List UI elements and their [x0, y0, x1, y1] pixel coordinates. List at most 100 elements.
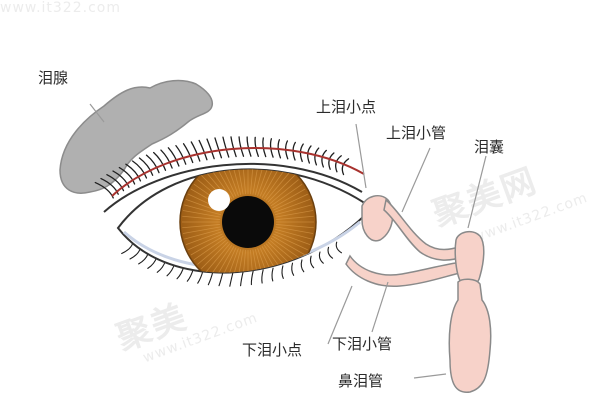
- eyelash: [138, 157, 154, 176]
- iris-ray: [219, 169, 237, 197]
- iris-ray: [182, 226, 221, 234]
- eyelash: [281, 265, 284, 279]
- iris-ray: [259, 247, 277, 273]
- eyelash: [328, 152, 335, 170]
- iris-ray: [274, 199, 311, 213]
- eyelash: [269, 138, 274, 158]
- eyelash: [335, 241, 342, 254]
- eyelash: [106, 174, 125, 192]
- lacrimal-sac: [454, 230, 485, 288]
- eyelash: [160, 149, 173, 169]
- upper-eyelid-fold: [103, 162, 363, 213]
- watermark-url-top: www.it322.com: [0, 0, 121, 16]
- lacrimal-gland-shape: [59, 79, 214, 194]
- iris-ray: [197, 239, 227, 265]
- eyelash: [262, 137, 267, 158]
- eyelash: [112, 170, 130, 188]
- iris-ray: [275, 226, 314, 234]
- eyelash: [291, 262, 295, 276]
- eyelash: [261, 269, 264, 284]
- eyelash: [175, 145, 187, 165]
- eyelash: [121, 242, 134, 255]
- eyelash: [300, 259, 305, 273]
- iris-ray: [274, 204, 312, 216]
- eyelash: [129, 247, 141, 260]
- iris-ray: [270, 183, 303, 207]
- label-lacrimal-gland: 泪腺: [38, 69, 69, 87]
- eyelash: [254, 136, 259, 157]
- iris-ray: [182, 215, 221, 220]
- iris-ray: [269, 179, 299, 205]
- iris-ray: [193, 237, 226, 261]
- eyelash: [125, 163, 142, 182]
- eyelash: [182, 143, 194, 164]
- iris-ray: [275, 224, 314, 229]
- eyelash: [131, 160, 148, 179]
- upper-eyelid-margin: [111, 147, 365, 197]
- iris-ray: [225, 248, 239, 273]
- iris-ray: [241, 249, 246, 273]
- iris-ray: [214, 246, 235, 273]
- iris-ray: [236, 249, 244, 273]
- eyelash: [214, 137, 223, 159]
- label-lower-canaliculus: 下泪小管: [332, 335, 393, 353]
- eyelash: [230, 136, 237, 158]
- iris-ray: [184, 228, 222, 240]
- upper-canaliculus: [383, 198, 465, 261]
- iris-ray: [209, 244, 233, 273]
- label-lacrimal-sac: 泪囊: [474, 138, 505, 156]
- iris-ray: [267, 175, 295, 203]
- eyelash: [309, 255, 315, 269]
- iris-ray: [241, 169, 246, 195]
- eyelash: [100, 177, 119, 195]
- iris-ray: [274, 231, 311, 245]
- eyelash: [118, 166, 136, 185]
- eyelash: [229, 271, 234, 287]
- eyelash: [218, 271, 224, 287]
- iris-ray: [184, 204, 222, 216]
- iris-ray: [230, 169, 242, 196]
- eyelash: [190, 141, 201, 162]
- iris-ray: [273, 193, 308, 211]
- iris-ray: [250, 169, 255, 195]
- eyelash: [152, 151, 167, 171]
- iris-ray: [209, 169, 233, 200]
- eyelash: [145, 154, 160, 174]
- eyelash: [198, 139, 208, 161]
- eyelash: [277, 139, 282, 159]
- eyelash: [240, 271, 244, 287]
- iris-ray: [274, 228, 312, 240]
- iris-ray: [270, 237, 303, 261]
- iris-ray: [250, 249, 255, 273]
- iris-ray: [252, 249, 260, 273]
- iris-ray: [275, 215, 314, 220]
- eyelash: [341, 158, 350, 176]
- iris-ray: [252, 169, 260, 195]
- nasolacrimal-duct: [448, 278, 492, 393]
- eyelash: [167, 147, 180, 167]
- iris-ray: [273, 233, 308, 251]
- iris-ray: [259, 169, 277, 197]
- iris-ray: [236, 169, 244, 195]
- iris-ray: [257, 248, 271, 273]
- iris-ray: [257, 169, 271, 196]
- iris-ray: [185, 231, 222, 245]
- eyelash: [207, 270, 214, 286]
- eyelash: [271, 267, 274, 282]
- eyelash: [335, 155, 342, 173]
- label-upper-punctum: 上泪小点: [316, 98, 377, 116]
- iris-ray: [275, 210, 314, 218]
- pupil: [222, 196, 274, 248]
- iris-ray: [225, 169, 239, 196]
- iris-ray: [182, 224, 221, 229]
- label-lower-punctum: 下泪小点: [242, 341, 303, 359]
- iris-ray: [230, 248, 242, 273]
- iris-ray: [182, 210, 221, 218]
- eyelash: [238, 136, 245, 157]
- iris-ray: [263, 169, 287, 200]
- label-upper-canaliculus: 上泪小管: [386, 124, 447, 142]
- lacrimal-drainage-system: [345, 195, 492, 393]
- iris-ray: [254, 169, 266, 196]
